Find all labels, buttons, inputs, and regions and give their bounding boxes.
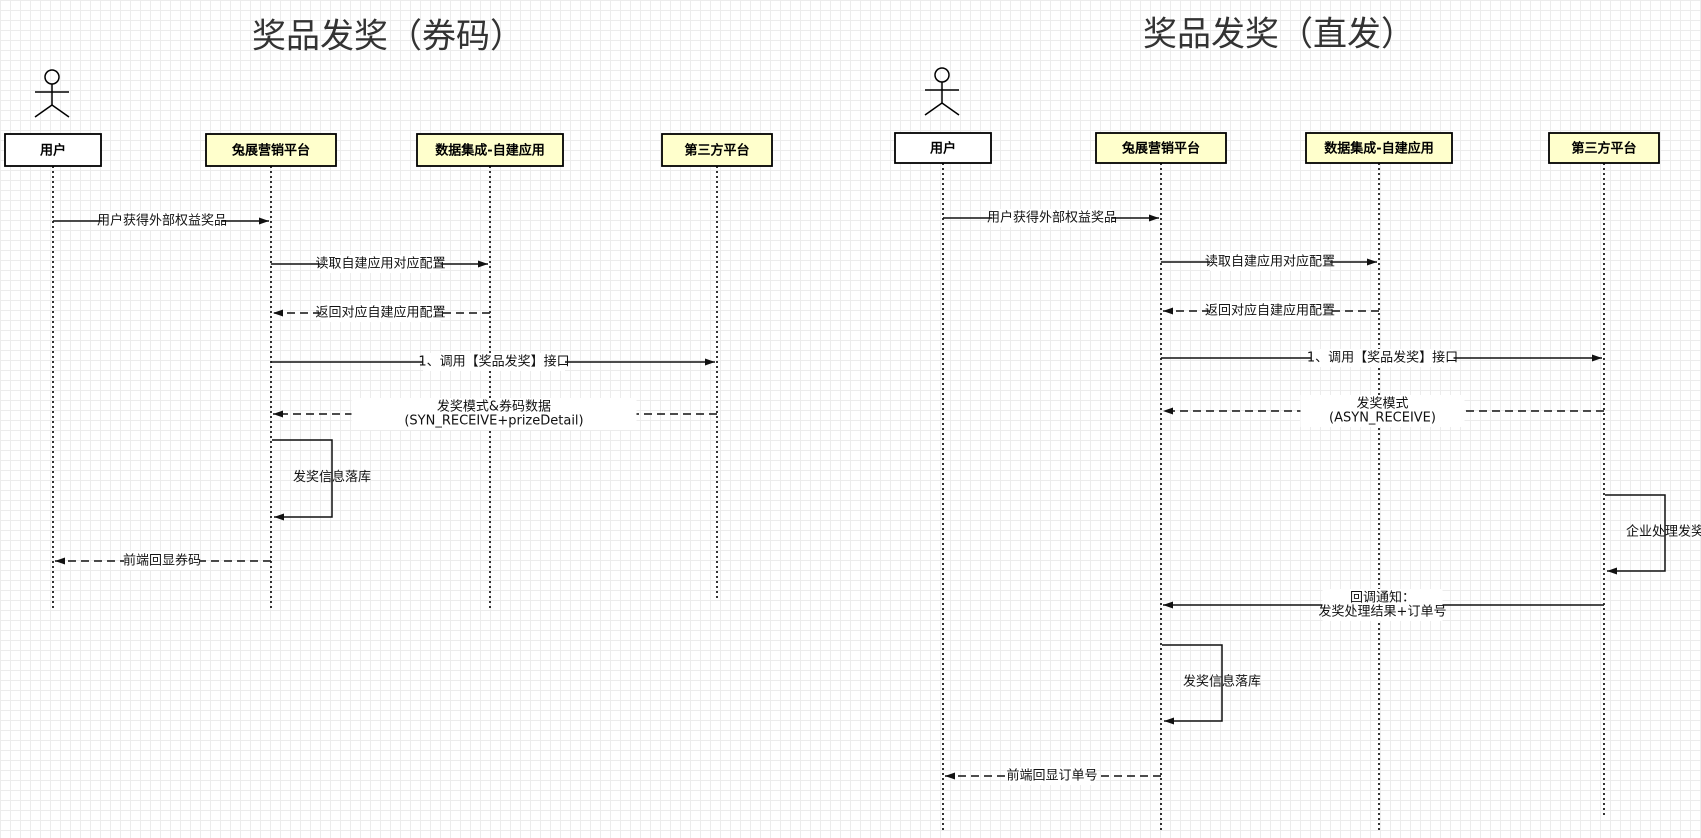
sequence-diagram-2: 奖品发奖（直发） 用户 兔展营销平台 数据集成-自建应用 第三方平台用户获得外部权益奖品…	[894, 15, 1701, 830]
message-label: 返回对应自建应用配置	[315, 305, 445, 321]
participant-box: 兔展营销平台	[205, 133, 337, 167]
message-label: 回调通知：	[1350, 590, 1415, 606]
message-label: 读取自建应用对应配置	[1205, 254, 1335, 270]
message-label: 1、调用【奖品发奖】接口	[418, 354, 569, 370]
participant-label: 第三方平台	[684, 143, 749, 159]
participant-label: 数据集成-自建应用	[1324, 141, 1433, 157]
message-arrow: 用户获得外部权益奖品	[943, 209, 1159, 227]
message-arrow: 前端回显订单号	[945, 767, 1161, 785]
participant-box: 第三方平台	[661, 133, 773, 167]
message-arrow: 发奖模式(ASYN_RECEIVE)	[1163, 395, 1604, 427]
message-arrow: 回调通知：发奖处理结果+订单号	[1163, 589, 1604, 621]
message-arrow: 用户获得外部权益奖品	[53, 212, 269, 230]
message-label: 发奖处理结果+订单号	[1319, 604, 1447, 620]
message-label: 读取自建应用对应配置	[315, 256, 445, 272]
message-label: 用户获得外部权益奖品	[97, 213, 227, 229]
participant-label: 兔展营销平台	[231, 143, 310, 159]
message-label: 前端回显订单号	[1006, 768, 1097, 784]
message-label: 用户获得外部权益奖品	[987, 210, 1117, 226]
diagram-title: 奖品发奖（券码）	[252, 17, 524, 57]
participant-label: 第三方平台	[1571, 141, 1636, 157]
message-label: (SYN_RECEIVE+prizeDetail)	[404, 414, 583, 429]
self-call-label: 企业处理发奖	[1626, 524, 1701, 540]
message-arrow: 读取自建应用对应配置	[1161, 253, 1377, 271]
participant-box: 数据集成-自建应用	[1305, 132, 1453, 164]
self-call-arrow: 发奖信息落库	[1162, 644, 1261, 725]
message-arrow: 1、调用【奖品发奖】接口	[271, 353, 715, 371]
participant-box: 用户	[894, 132, 992, 164]
participant-box: 数据集成-自建应用	[416, 133, 564, 167]
message-label: (ASYN_RECEIVE)	[1329, 411, 1436, 426]
participant-box: 用户	[4, 133, 102, 167]
self-call-label: 发奖信息落库	[1183, 674, 1261, 690]
message-arrow: 1、调用【奖品发奖】接口	[1161, 349, 1602, 367]
participant-box: 兔展营销平台	[1095, 132, 1227, 164]
message-arrow: 发奖模式&券码数据(SYN_RECEIVE+prizeDetail)	[273, 398, 717, 430]
actor-stick-figure-icon	[34, 69, 70, 118]
message-arrow: 返回对应自建应用配置	[1163, 302, 1379, 320]
sequence-diagram-1: 奖品发奖（券码） 用户 兔展营销平台 数据集成-自建应用 第三方平台用户获得外部权益奖品…	[4, 17, 773, 608]
diagram-title: 奖品发奖（直发）	[1143, 15, 1415, 55]
actor-stick-figure-icon	[924, 67, 960, 116]
message-arrow: 返回对应自建应用配置	[273, 304, 490, 322]
message-label: 1、调用【奖品发奖】接口	[1307, 350, 1458, 366]
self-call-arrow: 发奖信息落库	[272, 439, 371, 521]
participant-label: 用户	[39, 143, 66, 159]
participant-box: 第三方平台	[1548, 132, 1660, 164]
message-label: 发奖模式	[1356, 396, 1408, 412]
message-label: 发奖模式&券码数据	[437, 399, 551, 415]
message-arrow: 前端回显券码	[55, 552, 271, 570]
message-arrow: 读取自建应用对应配置	[271, 255, 488, 273]
participant-label: 用户	[929, 141, 956, 157]
self-call-arrow: 企业处理发奖	[1605, 494, 1701, 575]
participant-label: 兔展营销平台	[1121, 141, 1200, 157]
message-label: 前端回显券码	[123, 553, 201, 569]
self-call-label: 发奖信息落库	[293, 469, 371, 485]
participant-label: 数据集成-自建应用	[435, 143, 544, 159]
message-label: 返回对应自建应用配置	[1205, 303, 1335, 319]
